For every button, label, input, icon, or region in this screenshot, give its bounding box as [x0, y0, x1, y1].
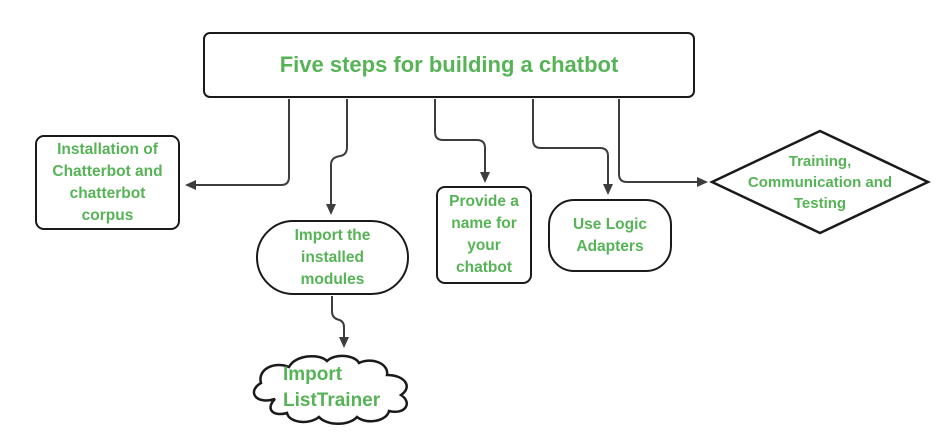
node-list-trainer-label: Import ListTrainer [283, 360, 418, 416]
node-import-modules: Import the installed modules [256, 220, 409, 295]
node-logic-adapters-label: Use Logic Adapters [572, 215, 648, 255]
node-provide-name: Provide a name for your chatbot [436, 186, 532, 284]
training-text: Training, Communication and Testing [747, 152, 893, 212]
connector-import-modules-to-list-trainer [331, 296, 349, 348]
list-trainer-text: Import ListTrainer [283, 364, 381, 411]
connector-title-to-import-modules [326, 99, 348, 215]
diagram-title: Five steps for building a chatbot [279, 52, 619, 77]
node-installation-label: Installation of Chatterbot and chatterbo… [52, 140, 163, 224]
node-training-label: Training, Communication and Testing [730, 149, 910, 215]
node-provide-name-label: Provide a name for your chatbot [449, 193, 519, 276]
diamond-shape-training [709, 129, 931, 235]
connector-title-to-training [618, 99, 708, 187]
cloud-shape-list-trainer [252, 354, 408, 425]
connector-title-to-logic-adapters [532, 99, 613, 195]
node-import-modules-label: Import the installed modules [294, 226, 371, 288]
node-installation: Installation of Chatterbot and chatterbo… [35, 135, 180, 230]
node-logic-adapters: Use Logic Adapters [548, 199, 672, 272]
connector-title-to-installation [185, 99, 290, 190]
connector-title-to-provide-name [434, 99, 490, 183]
title-box: Five steps for building a chatbot [203, 32, 695, 98]
